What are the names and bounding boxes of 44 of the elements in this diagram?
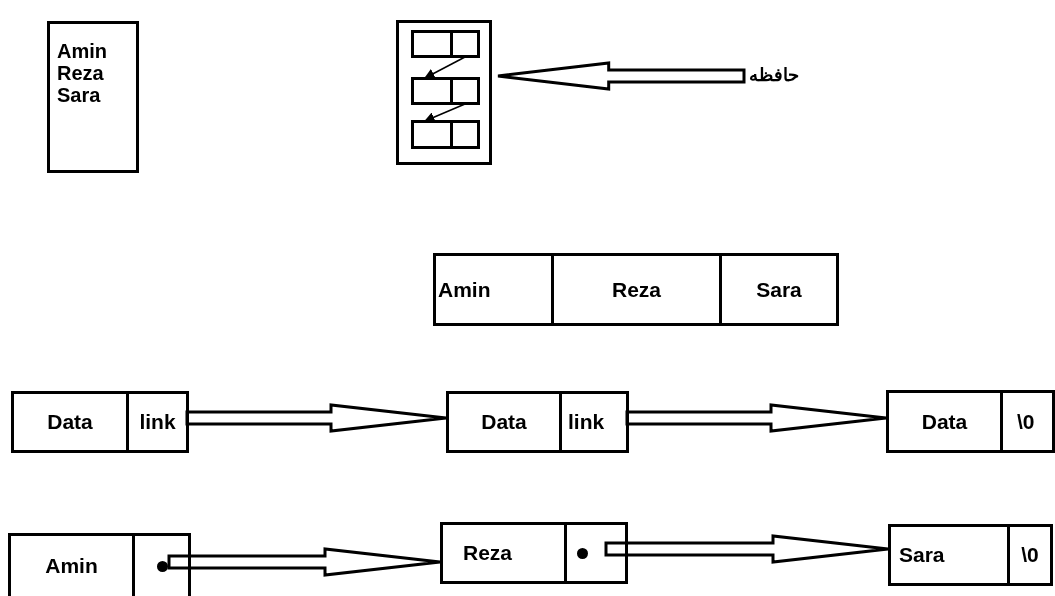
array-cell [433, 253, 554, 326]
link-cell [559, 391, 629, 453]
pointer-cell [132, 533, 191, 596]
data-cell [440, 522, 567, 584]
array-cell [719, 253, 839, 326]
cell-text: Data [47, 410, 93, 434]
link-cell [126, 391, 189, 453]
cell-text: Reza [57, 62, 104, 84]
link-cell [1007, 524, 1053, 586]
cell-text: Data [481, 410, 527, 434]
hollow-arrow [604, 534, 890, 564]
cell-text: link [139, 410, 176, 434]
cell-text: Sara [756, 277, 802, 302]
cell-text: Data [921, 409, 968, 434]
cell-text: link [568, 410, 605, 434]
memory-cell [450, 30, 480, 58]
data-cell [8, 533, 135, 596]
data-cell [888, 524, 1010, 586]
arrow [424, 103, 466, 123]
cell-text: Reza [463, 541, 513, 565]
memory-cell [411, 120, 453, 149]
cell-text: \0 [1017, 409, 1035, 434]
memory-cell [411, 30, 453, 58]
pointer-cell [564, 522, 628, 584]
cell-text: Sara [57, 84, 101, 106]
data-cell [886, 390, 1003, 453]
cell-text: \0 [1021, 543, 1039, 567]
cell-text: Amin [57, 40, 107, 62]
hollow-arrow [496, 61, 746, 91]
memory-label-text: حافظه [749, 66, 799, 86]
list-box [47, 21, 139, 173]
cell-text: Sara [899, 543, 945, 567]
memory-cell [450, 120, 480, 149]
cell-text: Reza [612, 277, 661, 302]
link-cell [1000, 390, 1055, 453]
data-cell [11, 391, 129, 453]
data-cell [446, 391, 562, 453]
memory-cell [450, 77, 480, 105]
memory-box [396, 20, 492, 165]
hollow-arrow [167, 547, 442, 577]
cell-text: Amin [438, 277, 491, 302]
memory-cell [411, 77, 453, 105]
array-cell [551, 253, 722, 326]
cell-text: Amin [45, 554, 98, 578]
